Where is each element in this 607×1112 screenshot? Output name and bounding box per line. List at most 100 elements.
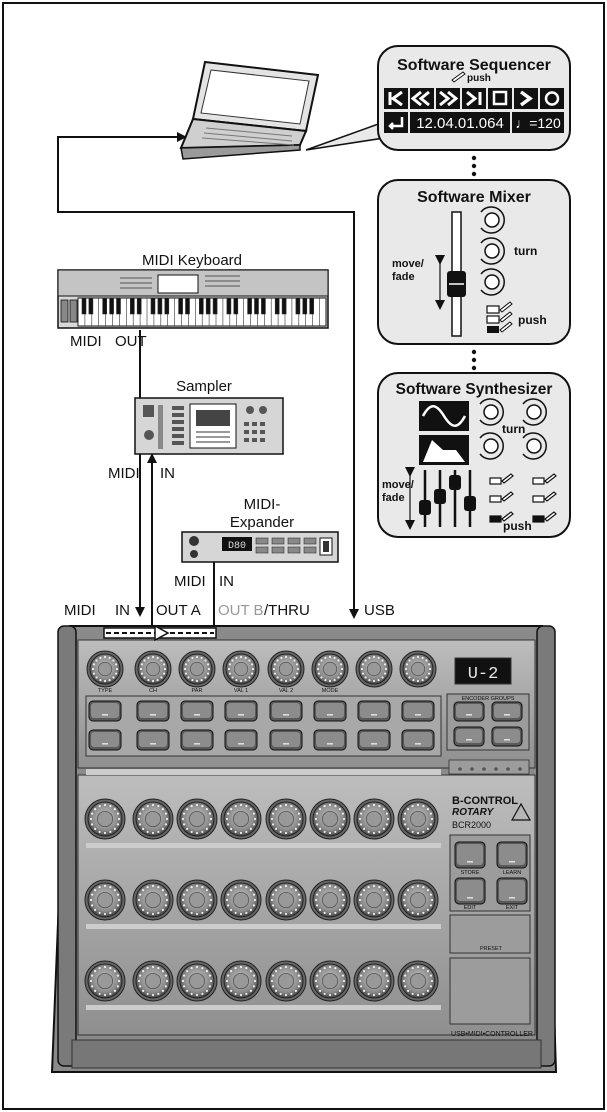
top-button-rows — [85, 695, 442, 757]
sampler-midi-label: MIDI — [108, 465, 140, 482]
port-thru-label: /THRU — [264, 602, 310, 619]
hardware-button — [180, 729, 214, 751]
encoder-knob — [353, 798, 395, 840]
expander-display: D80 — [228, 541, 246, 552]
synth-button-icons — [489, 473, 557, 523]
synth-move-label: move/ — [382, 479, 414, 491]
encoder-group-label: ENCODER GROUPS — [462, 696, 515, 702]
hardware-button — [491, 701, 523, 722]
encoder-knob — [176, 798, 218, 840]
preset-label: PRESET — [480, 946, 503, 952]
hardware-button — [496, 877, 528, 905]
encoder-knob — [265, 798, 307, 840]
mixer-fade-label: fade — [392, 271, 415, 283]
encoder-knob — [353, 960, 395, 1002]
software-sequencer-panel: Software Sequencer push 12.04.01.064 ♩=1… — [377, 45, 571, 151]
rewind-start-icon — [388, 90, 403, 107]
encoder-knob — [220, 960, 262, 1002]
synth-knob-icon — [479, 398, 547, 460]
sine-wave-icon — [421, 405, 467, 427]
sampler-title: Sampler — [176, 378, 232, 395]
encoder-knob — [84, 879, 126, 921]
laptop-icon — [179, 60, 320, 160]
knob-label: VAL 1 — [234, 688, 248, 694]
hardware-button — [224, 729, 258, 751]
encoder-knob — [353, 879, 395, 921]
encoder-knob — [267, 650, 305, 688]
knob-label: CH — [149, 688, 157, 694]
transport-buttons — [384, 88, 564, 109]
port-usb-label: USB — [364, 602, 395, 619]
expander-in-label: IN — [219, 573, 234, 590]
brand-line2: ROTARY — [452, 807, 495, 818]
knob-label: MODE — [322, 688, 339, 694]
sequencer-push: push — [467, 73, 491, 84]
mixer-move-label: move/ — [392, 258, 424, 270]
encoder-knob — [220, 798, 262, 840]
stop-icon — [492, 90, 508, 106]
envelope-icon — [423, 440, 465, 462]
midi-expander-icon: D80 — [181, 531, 339, 563]
sampler-in-label: IN — [160, 465, 175, 482]
encoder-strip — [86, 924, 441, 929]
hardware-button — [454, 877, 486, 905]
top-strip — [86, 769, 441, 775]
extra-panel — [449, 957, 531, 1025]
encoder-knob — [132, 798, 174, 840]
hardware-button — [454, 841, 486, 869]
play-icon — [519, 90, 533, 107]
led-display — [454, 657, 512, 685]
mixer-turn-label: turn — [514, 244, 537, 258]
encoder-knob — [397, 960, 439, 1002]
midi-thru-path — [103, 624, 217, 642]
learn-label: LEARN — [503, 870, 521, 876]
synth-fader-icons — [419, 470, 476, 527]
hardware-button — [88, 729, 122, 751]
sequencer-tempo: ♩=120 — [515, 115, 561, 131]
tempo-display — [512, 112, 564, 133]
hardware-button — [453, 726, 485, 747]
encoder-knob — [84, 798, 126, 840]
keyboard-midi-label: MIDI — [70, 333, 102, 350]
midi-keyboard-title: MIDI Keyboard — [142, 252, 242, 269]
encoder-knob — [178, 650, 216, 688]
dotted-connector — [471, 155, 477, 371]
exit-label: EXIT — [506, 905, 519, 911]
port-out-a-label: OUT A — [156, 602, 201, 619]
encoder-knob — [399, 650, 437, 688]
hardware-button — [224, 700, 258, 722]
encoder-knob — [397, 879, 439, 921]
model-label: BCR2000 — [452, 820, 491, 830]
encoder-knob — [309, 960, 351, 1002]
hardware-button — [491, 726, 523, 747]
software-synthesizer-panel: Software Synthesizer turn move/ fade — [377, 372, 571, 538]
expander-midi-label: MIDI — [174, 573, 206, 590]
hardware-button — [453, 701, 485, 722]
encoder-knob — [355, 650, 393, 688]
lower-encoder-rows — [84, 798, 441, 1010]
encoder-knob — [265, 879, 307, 921]
record-icon — [544, 91, 560, 106]
synth-title: Software Synthesizer — [396, 381, 553, 398]
usb-cable — [57, 132, 359, 619]
sequencer-position: 12.04.01.064 — [416, 115, 504, 132]
encoder-knob — [176, 879, 218, 921]
mixer-knob-icon — [480, 206, 505, 296]
encoder-knob — [220, 879, 262, 921]
encoder-knob — [311, 650, 349, 688]
forward-icon — [439, 90, 459, 107]
hardware-button — [357, 700, 391, 722]
store-label: STORE — [461, 870, 480, 876]
logo-icon — [510, 802, 532, 821]
edit-label: EDIT — [464, 905, 477, 911]
led-display-text: U-2 — [468, 665, 499, 684]
expander-title-line2: Expander — [230, 514, 294, 531]
hardware-button — [401, 700, 435, 722]
encoder-knob — [176, 960, 218, 1002]
hardware-button — [269, 700, 303, 722]
port-out-b-label: OUT B — [218, 602, 264, 619]
encoder-knob — [134, 650, 172, 688]
